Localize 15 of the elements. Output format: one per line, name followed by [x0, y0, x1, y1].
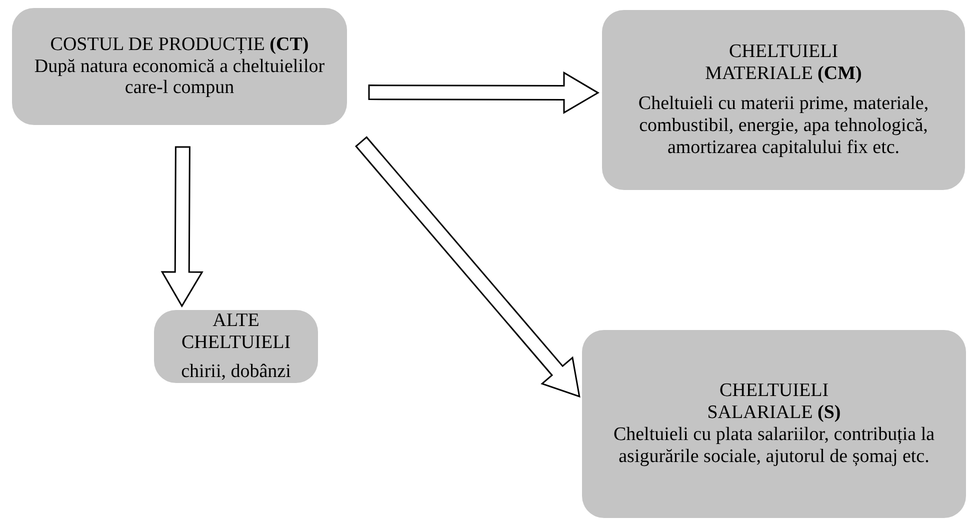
box-description: Cheltuieli cu plata salariilor, contribuția la asigurările sociale, ajutorul de șomaj etc.	[612, 424, 936, 468]
box-heading: ALTE CHELTUIELI	[180, 310, 292, 354]
box-heading: COSTUL DE PRODUCȚIE (CT)	[50, 34, 309, 56]
rounded-box	[154, 310, 318, 383]
box-description: După natura economică a cheltuielilor care-l compun	[33, 56, 326, 100]
block-arrow	[368, 71, 600, 114]
box-heading: CHELTUIELI MATERIALE (CM)	[704, 41, 863, 86]
rounded-box	[12, 8, 347, 125]
block-arrow	[354, 136, 580, 398]
box-description: Cheltuieli cu materii prime, materiale, combustibil, energie, apa tehnologică, amortizarea capitalului fix etc.	[637, 93, 930, 159]
rounded-box	[602, 10, 965, 190]
rounded-box	[582, 330, 966, 518]
block-arrow	[160, 146, 204, 308]
box-description: chirii, dobânzi	[181, 361, 291, 384]
box-heading: CHELTUIELI SALARIALE (S)	[706, 380, 842, 424]
